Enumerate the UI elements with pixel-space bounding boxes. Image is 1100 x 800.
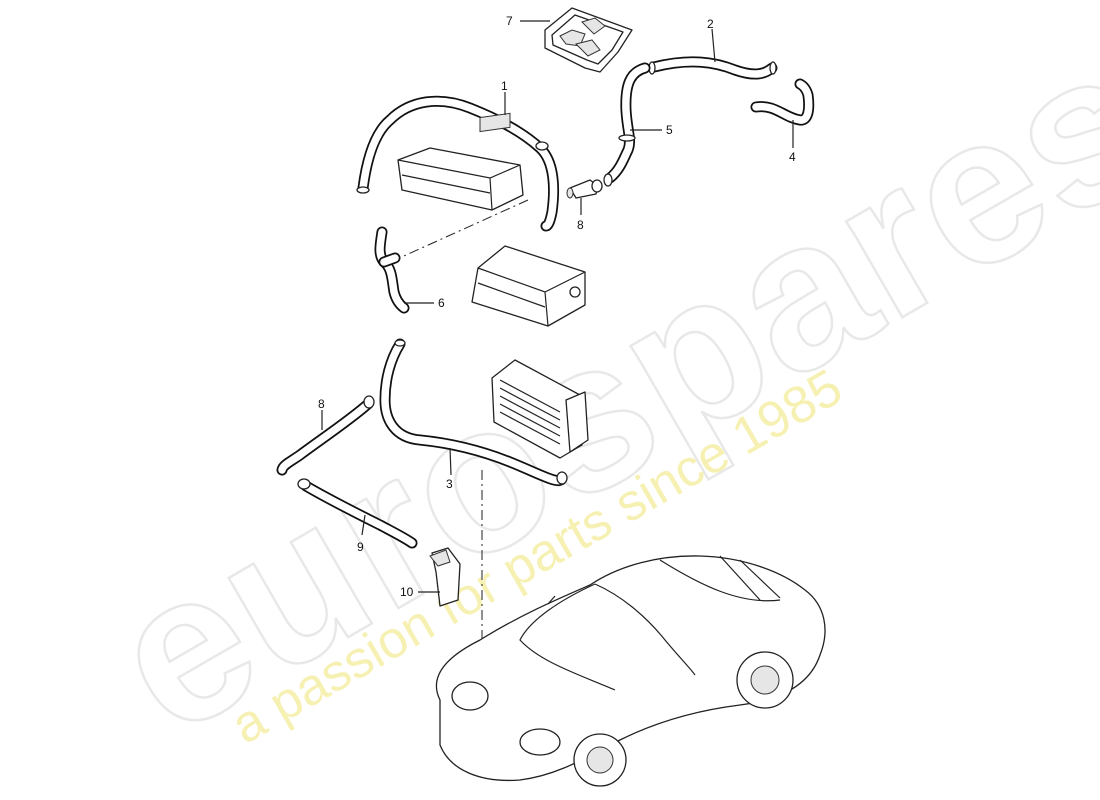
callout-5: 5 (630, 123, 673, 137)
svg-text:8: 8 (577, 218, 584, 232)
car-outline (435, 555, 826, 787)
part-2-hose[interactable] (648, 56, 778, 80)
callout-2: 2 (707, 17, 716, 63)
callout-8-upper: 8 (577, 198, 584, 232)
part-9-hose[interactable] (297, 478, 418, 549)
callout-9: 9 (357, 514, 366, 554)
part-5-hose[interactable] (603, 62, 651, 187)
canister-middle (471, 245, 586, 327)
part-6-hose[interactable] (374, 226, 410, 314)
canister-lower (491, 359, 589, 459)
callouts: 1 2 3 4 5 6 7 8 (318, 14, 796, 599)
part-8-valve[interactable] (566, 179, 603, 199)
callout-4: 4 (789, 120, 796, 164)
svg-text:7: 7 (506, 14, 513, 28)
callout-6: 6 (404, 296, 445, 310)
part-4-hose[interactable] (750, 78, 815, 126)
svg-text:2: 2 (707, 17, 714, 31)
svg-text:3: 3 (446, 477, 453, 491)
callout-1: 1 (501, 79, 508, 115)
part-3-hose[interactable] (379, 338, 568, 487)
svg-text:4: 4 (789, 150, 796, 164)
callout-7: 7 (506, 14, 550, 28)
canister-upper (397, 112, 524, 211)
callout-8-lower: 8 (318, 397, 325, 430)
part-8-hose-lower[interactable] (276, 395, 375, 476)
svg-text:5: 5 (666, 123, 673, 137)
svg-text:1: 1 (501, 79, 508, 93)
part-7-bracket[interactable] (544, 7, 633, 73)
svg-text:9: 9 (357, 540, 364, 554)
leader-dashed-upper (394, 199, 529, 261)
callout-3: 3 (446, 447, 453, 491)
svg-text:6: 6 (438, 296, 445, 310)
svg-text:10: 10 (400, 585, 414, 599)
callout-10: 10 (400, 585, 440, 599)
svg-text:8: 8 (318, 397, 325, 411)
